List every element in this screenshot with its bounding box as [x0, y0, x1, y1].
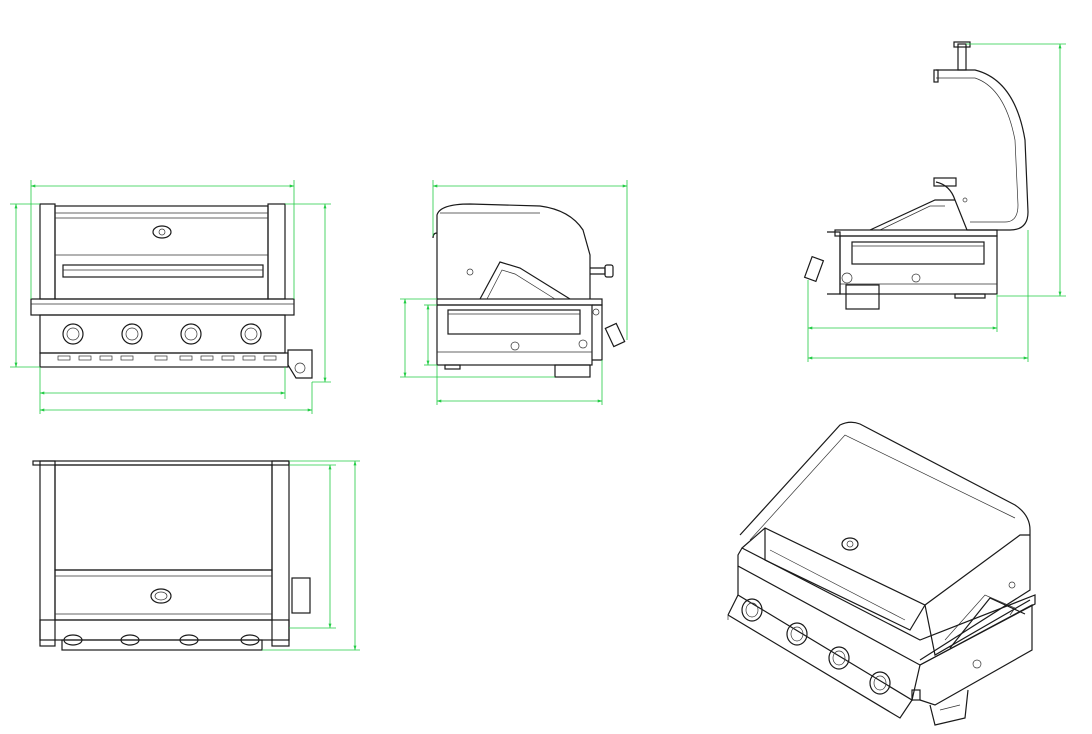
side-view — [400, 180, 628, 405]
top-knobs — [63, 634, 260, 646]
isometric-view — [727, 421, 1036, 726]
control-knobs — [62, 323, 262, 345]
open-side-view — [803, 41, 1066, 362]
thermometer-icon — [152, 225, 172, 239]
iso-thermometer-icon — [841, 537, 859, 551]
top-handle-icon — [150, 588, 172, 604]
top-view — [32, 460, 360, 651]
iso-knobs — [741, 598, 891, 695]
front-view — [10, 180, 331, 414]
